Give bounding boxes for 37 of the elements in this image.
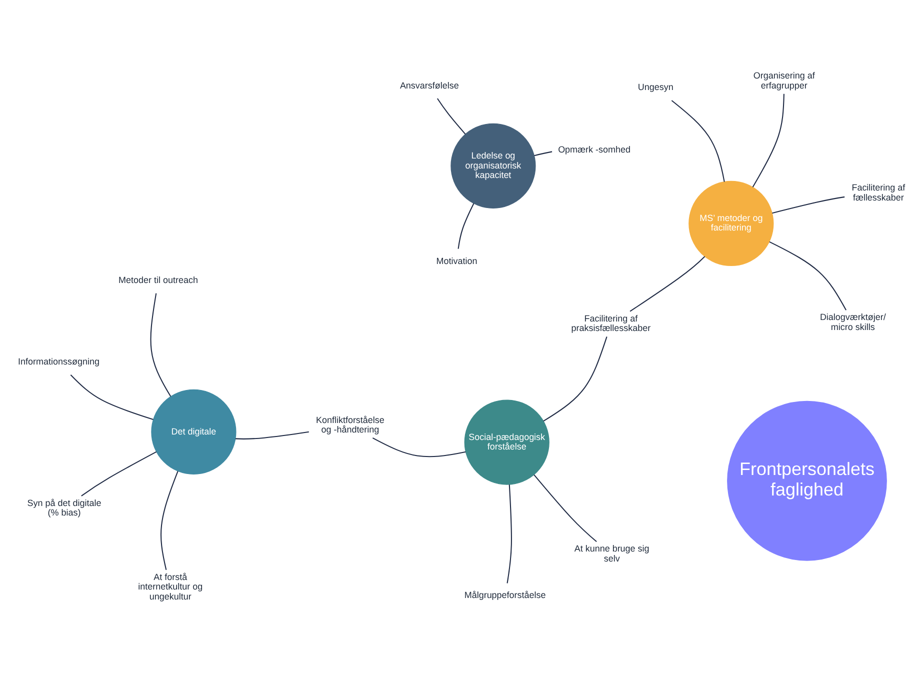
connector (506, 484, 512, 584)
node-circle: Ledelse og organisatorisk kapacitet (450, 123, 536, 208)
connector (372, 437, 466, 458)
node-text: Syn på det digitale (% bias) (27, 498, 102, 518)
node-text: Informationssøgning (18, 356, 100, 367)
node-text: Dialogværktøjer/ micro skills (820, 312, 886, 332)
node-circle: Det digitale (151, 389, 236, 474)
connector (235, 431, 309, 440)
node-text: Ansvarsfølelse (400, 80, 459, 90)
node-text: Facilitering af fællesskaber (852, 182, 906, 202)
node-text: At kunne bruge sig selv (574, 544, 650, 564)
connector (769, 241, 847, 310)
connector (160, 470, 178, 570)
connector (150, 293, 172, 397)
node-text: Organisering af erfagrupper (753, 70, 815, 90)
node-text: Motivation (436, 256, 478, 266)
node-circle: MS’ metoder og facilitering (688, 180, 774, 266)
connector (772, 196, 845, 214)
node-text: Metoder til outreach (118, 275, 198, 286)
connector (752, 94, 784, 188)
node-text: Målgruppeforståelse (464, 590, 546, 600)
node-text: Facilitering af praksisfællesskaber (571, 313, 651, 334)
connector (630, 256, 706, 312)
connector (81, 451, 157, 496)
connector (543, 336, 608, 422)
connector (458, 203, 474, 249)
node-circle: Frontpersonalets faglighed (727, 400, 887, 561)
connector (671, 100, 725, 182)
node-circle: Social-pædagogisk forståelse (464, 400, 550, 485)
connector (436, 98, 466, 134)
node-text: Ungesyn (638, 82, 674, 92)
node-text: Konfliktforståelse og -håndtering (316, 414, 384, 435)
connector (534, 151, 552, 156)
node-text: Opmærk -somhed (558, 144, 630, 155)
node-text: At forstå internetkultur og ungekultur (138, 572, 203, 602)
connector (534, 474, 597, 542)
connector (70, 374, 154, 420)
